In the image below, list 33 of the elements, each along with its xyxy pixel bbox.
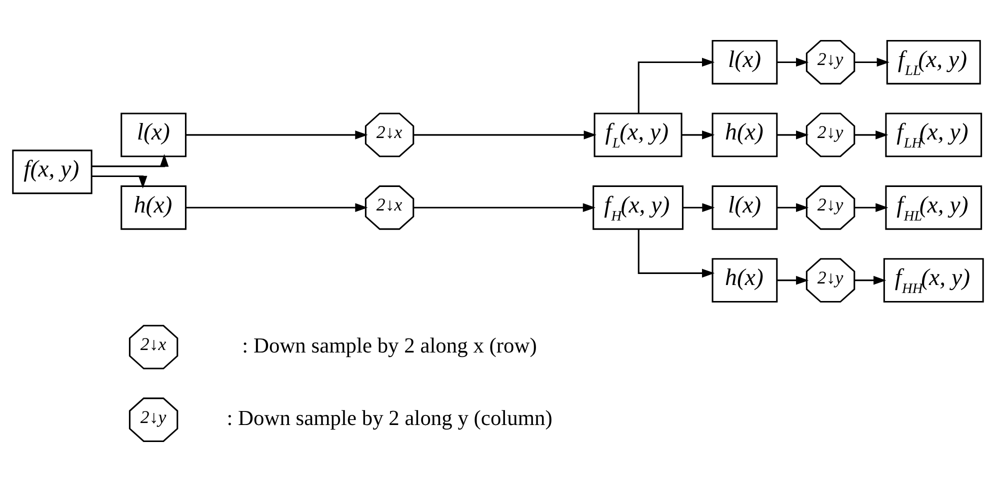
arrow — [854, 58, 890, 67]
node-box: h(x) — [712, 112, 778, 158]
node-box: f$_{LH}$(x, y) — [885, 112, 982, 158]
arrow — [682, 203, 715, 212]
arrow — [186, 203, 368, 212]
node-box: l(x) — [712, 185, 778, 230]
node-box: h(x) — [120, 185, 187, 230]
node-box: f$_{HH}$(x, y) — [883, 258, 984, 303]
label: : Down sample by 2 along y (column) — [226, 406, 552, 430]
arrow — [414, 130, 596, 140]
arrow — [92, 154, 169, 168]
node-box: f$_{H}$(x, y) — [592, 185, 684, 230]
node-box: f$_{L}$(x, y) — [594, 112, 682, 158]
node-box: f$_{HL}$(x, y) — [885, 185, 982, 230]
arrow — [777, 130, 809, 140]
arrow — [854, 276, 886, 285]
arrow — [92, 175, 148, 189]
arrow — [777, 203, 809, 212]
arrow — [777, 276, 809, 285]
arrow — [682, 130, 715, 140]
arrow — [638, 229, 715, 278]
node-box: f$_{LL}$(x, y) — [886, 40, 981, 84]
arrow — [854, 130, 888, 140]
node-box: l(x) — [712, 40, 778, 84]
node-box: h(x) — [712, 258, 778, 303]
node-box: l(x) — [120, 112, 187, 158]
arrow — [854, 203, 888, 212]
arrow — [638, 58, 715, 114]
arrow — [777, 58, 809, 67]
label: : Down sample by 2 along x (row) — [242, 333, 537, 358]
node-box: f(x, y) — [12, 150, 92, 194]
arrow — [414, 203, 596, 212]
arrow — [186, 130, 368, 140]
